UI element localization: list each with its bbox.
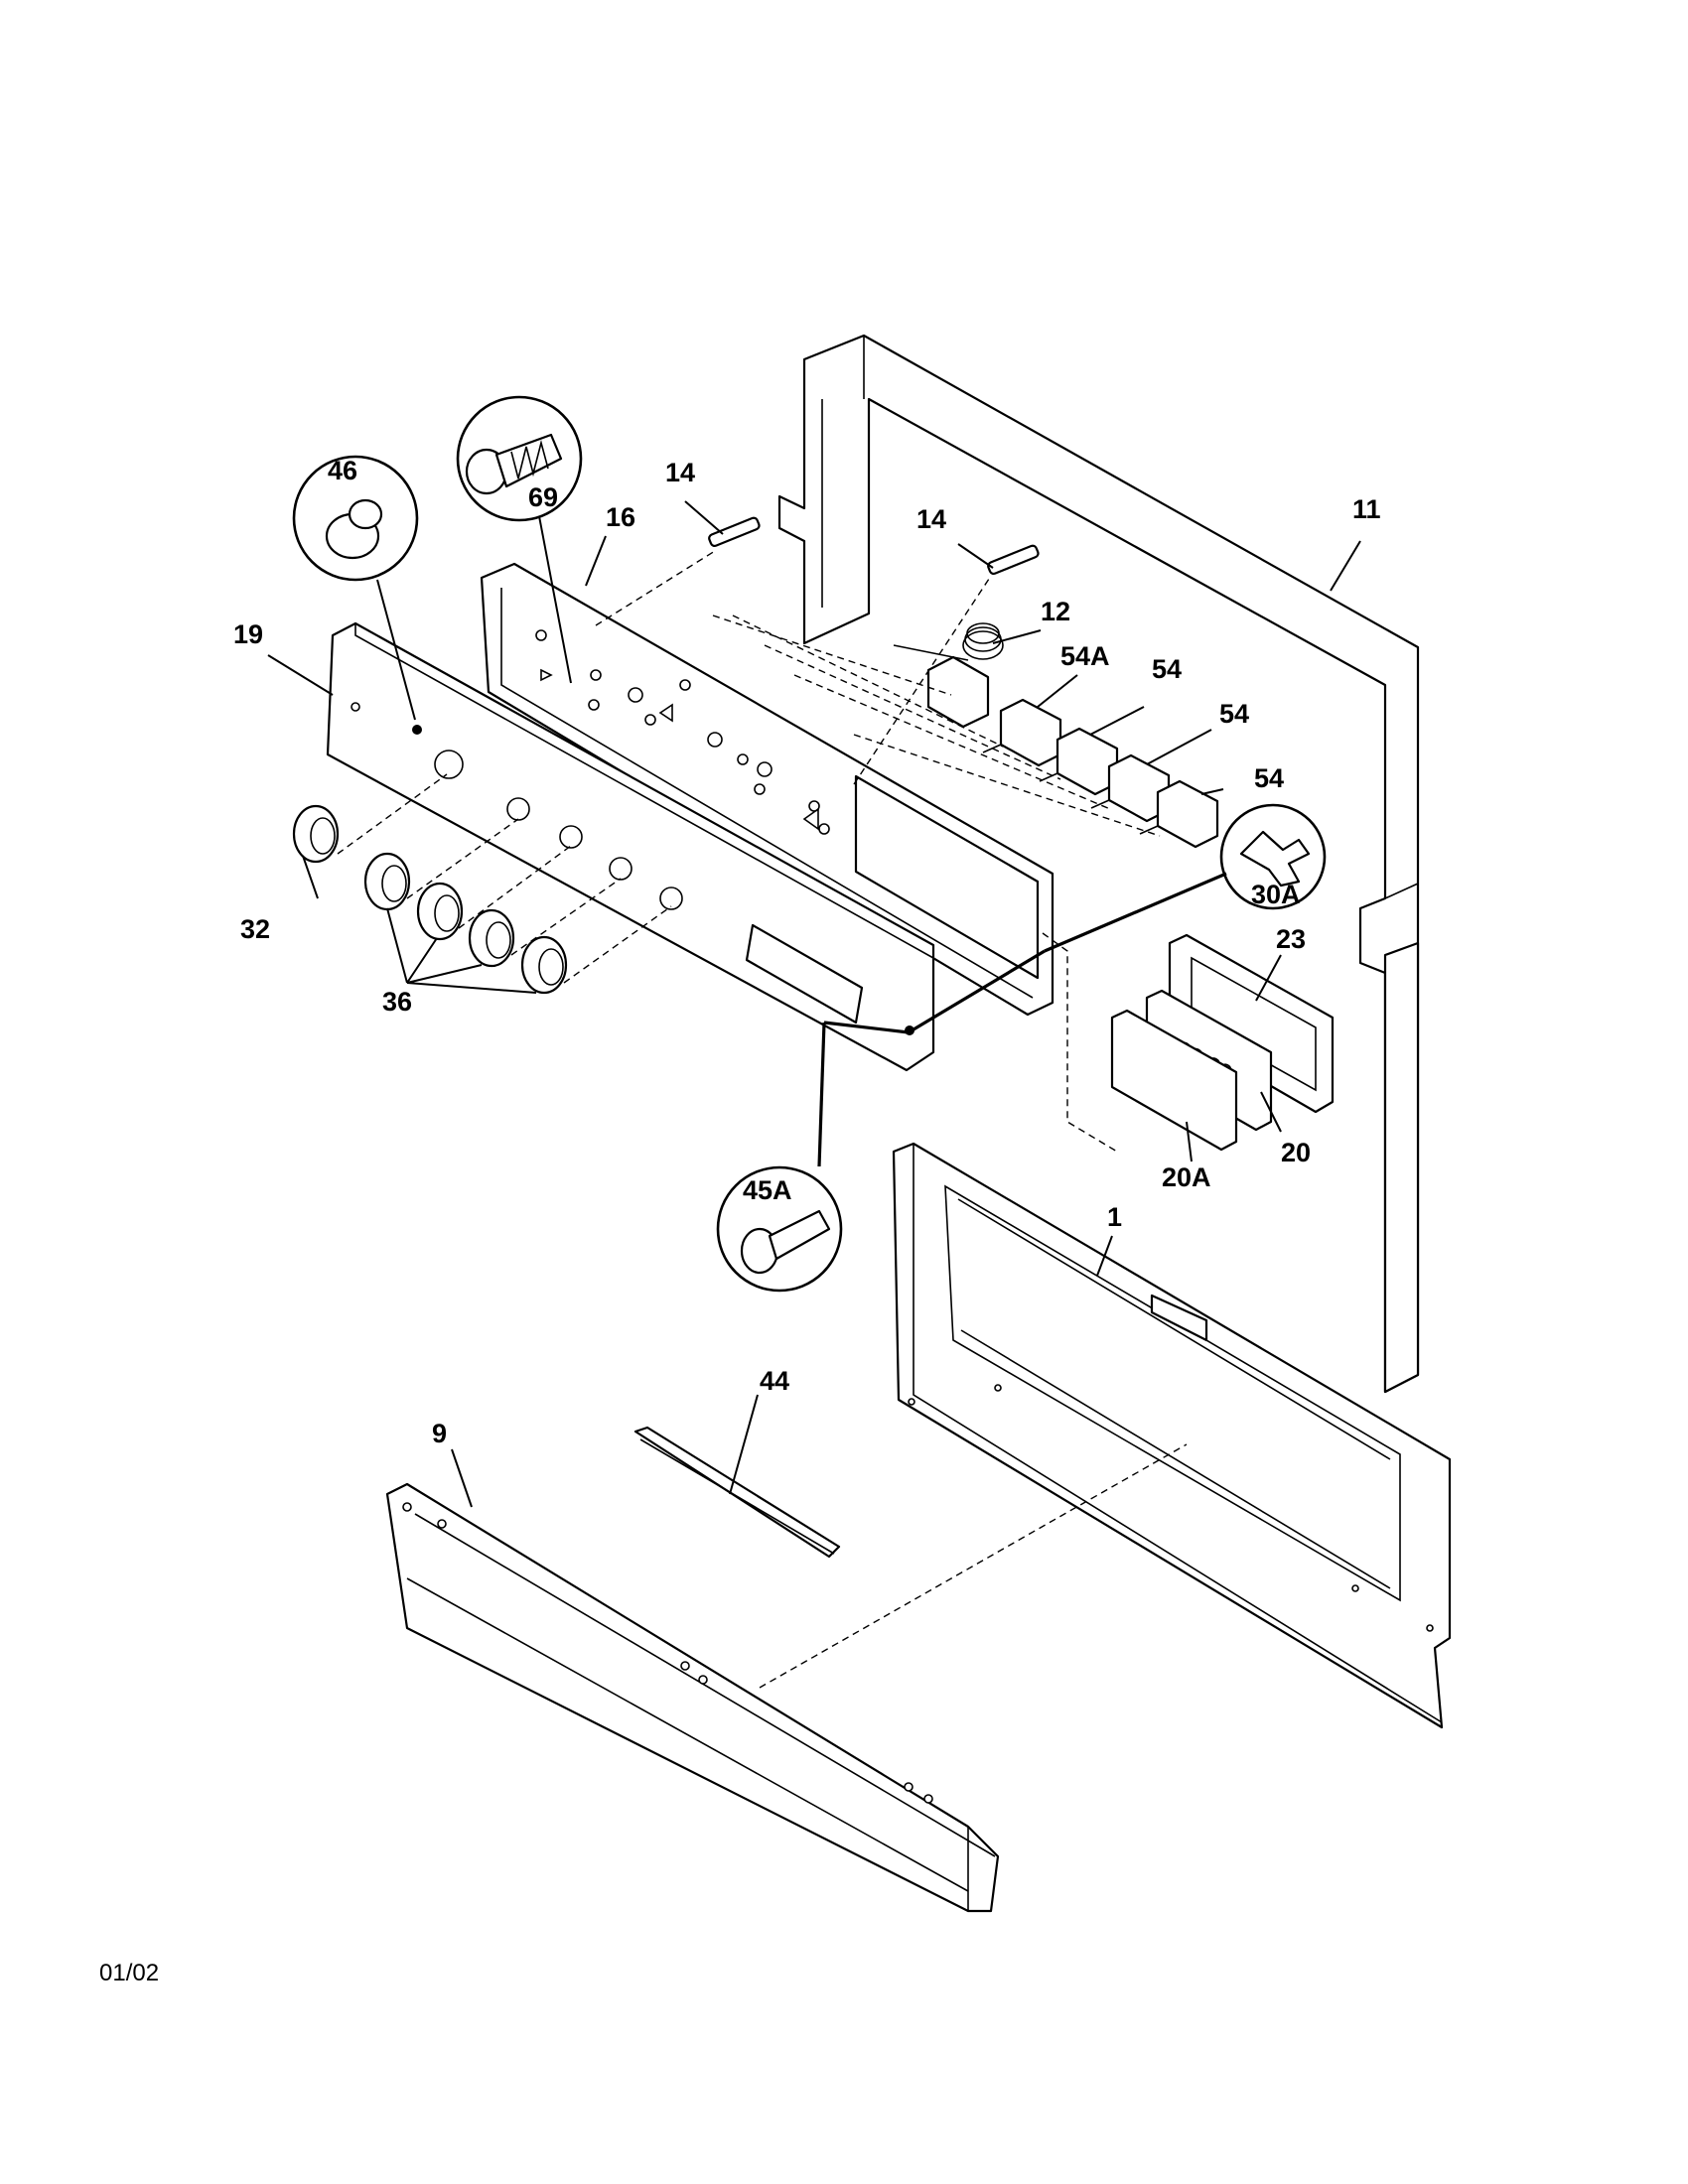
label-54-2: 54 (1219, 699, 1249, 729)
label-54-1: 54 (1152, 654, 1182, 684)
part-19-control-panel (326, 621, 935, 1072)
part-54-switch-3 (1139, 779, 1219, 849)
part-16-control-bracket (480, 562, 1055, 1017)
label-54a: 54A (1060, 641, 1110, 671)
dashed-alignment-lines (337, 550, 1188, 1689)
part-9-lower-trim (385, 1482, 1000, 1913)
part-12-thermostat (893, 622, 1004, 729)
label-23: 23 (1276, 924, 1306, 954)
part-11-backguard (777, 334, 1420, 1394)
label-11: 11 (1352, 494, 1381, 524)
label-45a: 45A (743, 1175, 792, 1205)
label-46: 46 (328, 456, 357, 485)
label-14-a: 14 (665, 458, 695, 487)
label-54-3: 54 (1254, 763, 1284, 793)
part-20a-overlay (1110, 1009, 1238, 1152)
label-20a: 20A (1162, 1162, 1211, 1192)
part-54a-switch (982, 698, 1062, 767)
label-32: 32 (240, 914, 270, 944)
detail-69-screw (456, 395, 583, 522)
label-16: 16 (606, 502, 635, 532)
label-12: 12 (1041, 597, 1070, 626)
part-14-element-a (708, 516, 761, 548)
part-32-knob (292, 804, 340, 864)
detail-46-button (292, 455, 419, 582)
label-44: 44 (760, 1366, 789, 1396)
label-1: 1 (1107, 1202, 1122, 1232)
part-1-lower-panel (892, 1142, 1452, 1729)
label-19: 19 (233, 619, 263, 649)
label-36: 36 (382, 987, 412, 1017)
detail-45a-bolt (716, 1165, 843, 1293)
detail-30a-clip (1219, 803, 1327, 910)
part-36-knobs (363, 852, 568, 995)
label-9: 9 (432, 1419, 447, 1448)
part-number-labels: 46 69 14 16 14 11 12 54A 54 54 54 19 30A… (233, 456, 1381, 1448)
part-54-switch-2 (1090, 753, 1171, 823)
label-20: 20 (1281, 1138, 1311, 1167)
label-14-b: 14 (916, 504, 946, 534)
label-69: 69 (528, 482, 558, 512)
part-14-element-b (987, 544, 1040, 576)
part-44-trim-strip (633, 1426, 841, 1559)
label-30a: 30A (1251, 880, 1301, 909)
date-code: 01/02 (99, 1960, 159, 1986)
leader-lines (267, 500, 1361, 1508)
